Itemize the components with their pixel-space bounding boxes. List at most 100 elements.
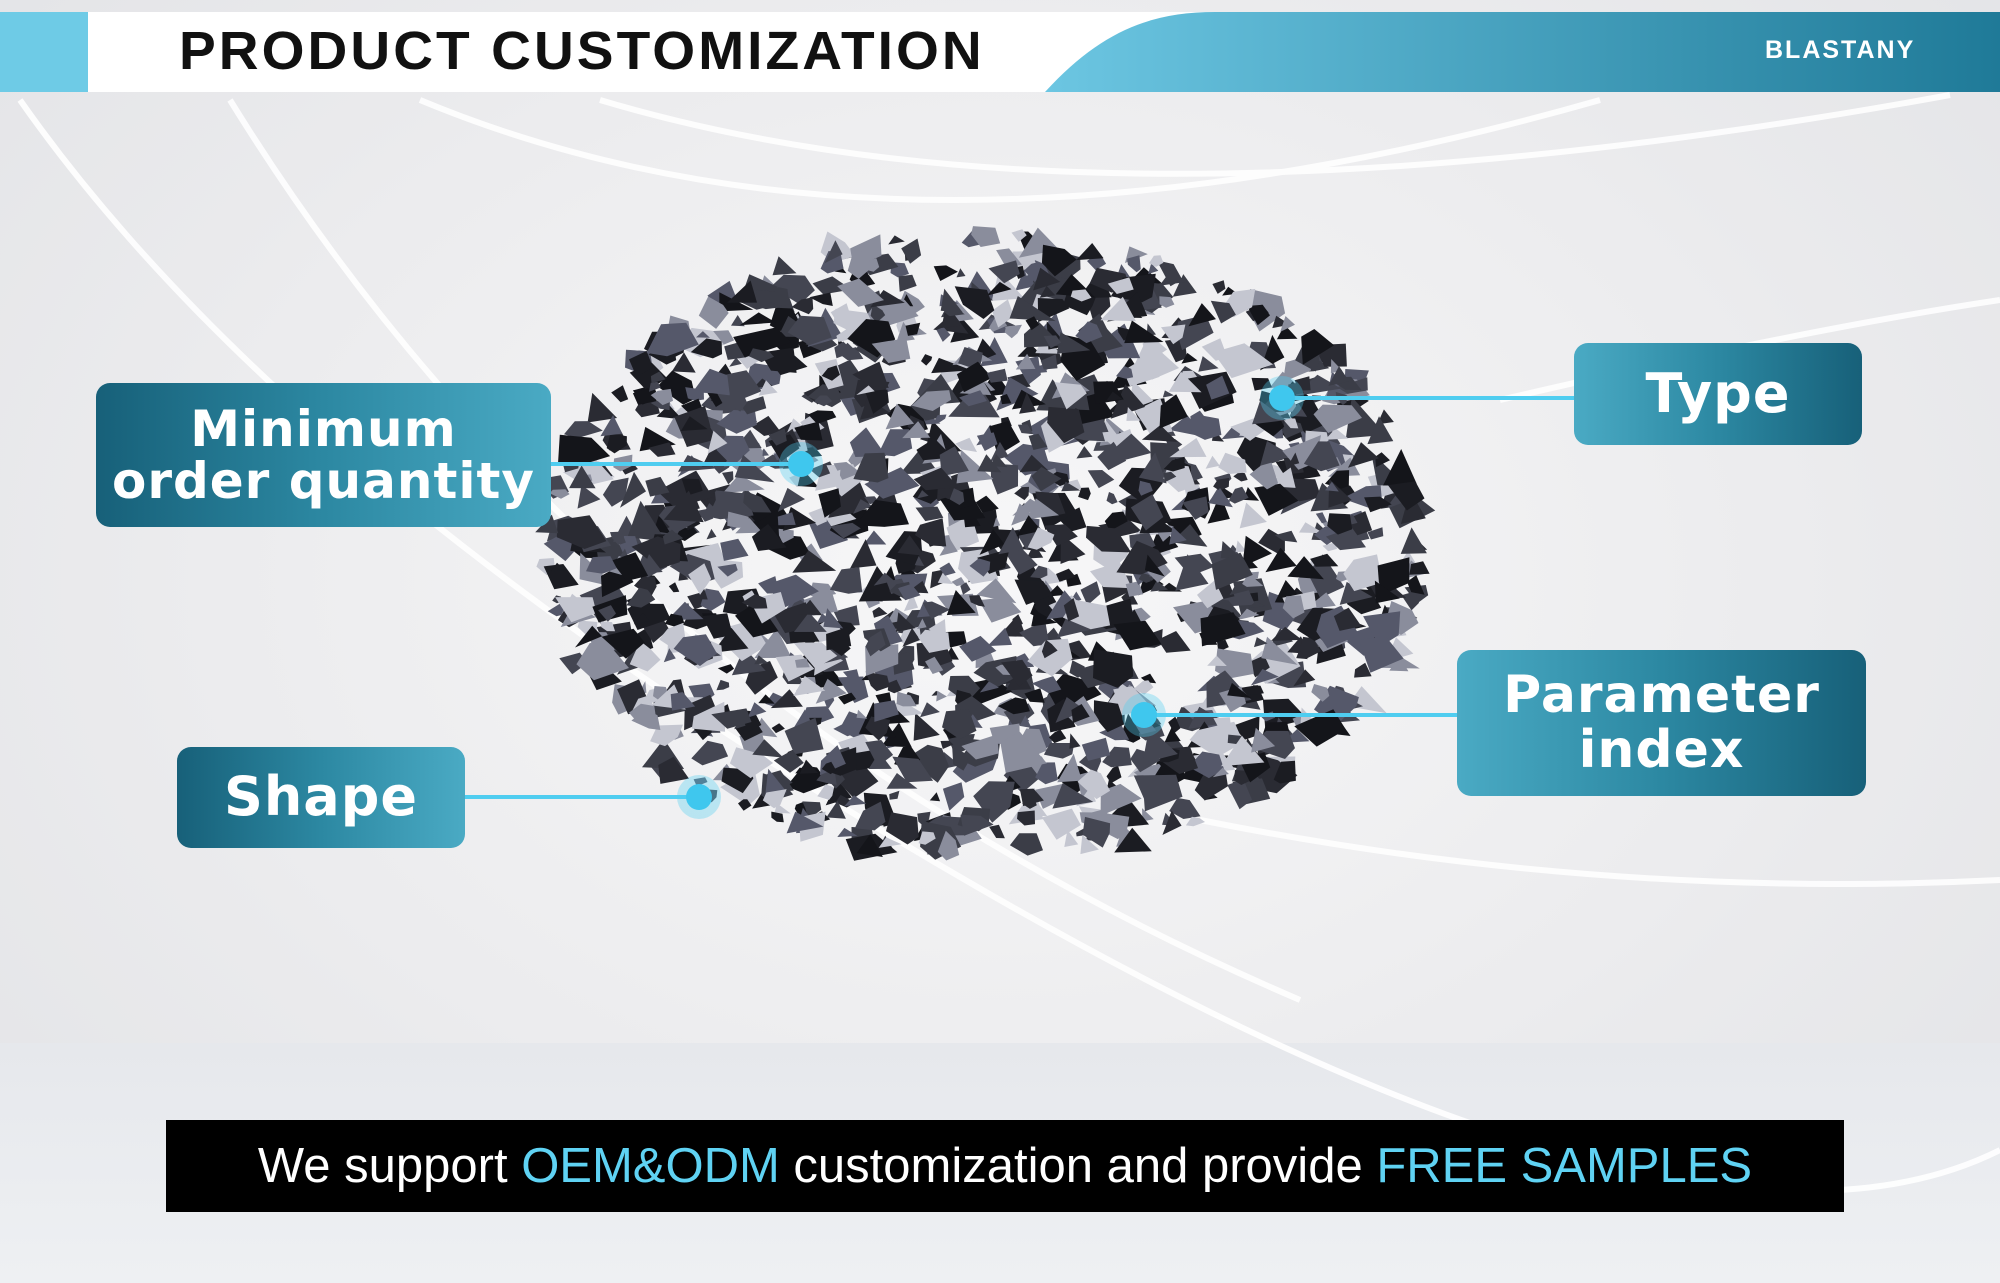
granule [1052, 783, 1094, 809]
granule [656, 404, 683, 420]
granule [886, 773, 918, 789]
granule [821, 365, 840, 381]
granule [1102, 746, 1132, 768]
granule [992, 299, 1014, 328]
granule [1064, 829, 1079, 847]
granule [1003, 766, 1040, 794]
granule [939, 538, 958, 556]
granule [824, 240, 843, 264]
granule [787, 315, 832, 346]
granule [754, 628, 792, 659]
granule [1162, 390, 1174, 398]
granule [770, 689, 803, 709]
granule [1185, 816, 1205, 827]
granule [865, 671, 890, 692]
granule [734, 454, 775, 483]
granule [936, 327, 951, 342]
granule [850, 539, 877, 569]
granule [1056, 568, 1076, 582]
granule [1163, 471, 1177, 483]
granule [1298, 636, 1321, 659]
granule [1097, 441, 1127, 471]
granule [1207, 488, 1233, 508]
granule [847, 247, 871, 279]
type-label-text: Type [1645, 361, 1791, 425]
granule [1033, 267, 1061, 291]
granule [1011, 503, 1035, 526]
granule [579, 580, 628, 624]
granule [1024, 688, 1045, 703]
granule [922, 601, 951, 619]
oem-banner: We support OEM&ODM customization and pro… [166, 1120, 1844, 1212]
granule [902, 627, 921, 647]
granule [1354, 662, 1372, 678]
granule [620, 471, 646, 508]
granule [1328, 366, 1350, 386]
granule [837, 676, 869, 703]
granule [955, 437, 977, 452]
granule [1027, 638, 1073, 677]
granule [870, 304, 886, 323]
granule [1325, 428, 1349, 440]
granule [711, 708, 752, 729]
granule [939, 446, 969, 477]
granule [1212, 280, 1226, 294]
granule [885, 403, 915, 430]
moq-label: Minimum order quantity [96, 383, 551, 527]
granule [913, 467, 959, 491]
granule [799, 759, 819, 774]
granule [1232, 716, 1260, 740]
granule [1086, 525, 1132, 553]
granule [1242, 535, 1272, 567]
granule [928, 816, 966, 836]
granule [1169, 438, 1207, 458]
granule [1237, 608, 1260, 621]
granule [1041, 808, 1081, 840]
granule [826, 800, 846, 819]
granule [990, 441, 1009, 462]
granule [1014, 579, 1053, 605]
granule [1159, 394, 1188, 429]
granule [1157, 631, 1191, 653]
granule [668, 582, 680, 593]
granule [1106, 492, 1118, 505]
granule [758, 694, 775, 704]
granule [738, 799, 752, 811]
granule [555, 597, 597, 623]
granule [827, 637, 851, 656]
granule [1015, 353, 1036, 370]
granule [696, 331, 710, 338]
granule [1031, 467, 1062, 492]
granule [717, 664, 735, 674]
granule [881, 722, 912, 748]
granule [998, 527, 1024, 555]
granule [1339, 581, 1373, 605]
granule [837, 765, 879, 799]
shape-label-text: Shape [223, 765, 419, 829]
granule [645, 476, 670, 497]
granule [1261, 636, 1298, 665]
moq-label-line1: Minimum [190, 399, 457, 458]
granule [1019, 620, 1050, 647]
granule [899, 448, 939, 475]
granule [1221, 735, 1265, 767]
granule [688, 683, 715, 707]
granule [602, 477, 629, 507]
granule [662, 529, 684, 545]
granule [1188, 751, 1225, 779]
granule [986, 281, 1012, 296]
type-label: Type [1574, 343, 1862, 445]
granule [918, 629, 951, 653]
granule [937, 830, 960, 861]
granule [815, 678, 847, 704]
granule [1124, 320, 1164, 344]
granule [1055, 697, 1086, 723]
granule [1080, 581, 1101, 606]
granule [754, 655, 769, 665]
granule [856, 709, 868, 719]
granule [1071, 704, 1090, 723]
granule [1069, 733, 1081, 749]
granule [986, 368, 1008, 383]
granule [905, 322, 921, 336]
granule [956, 361, 993, 393]
